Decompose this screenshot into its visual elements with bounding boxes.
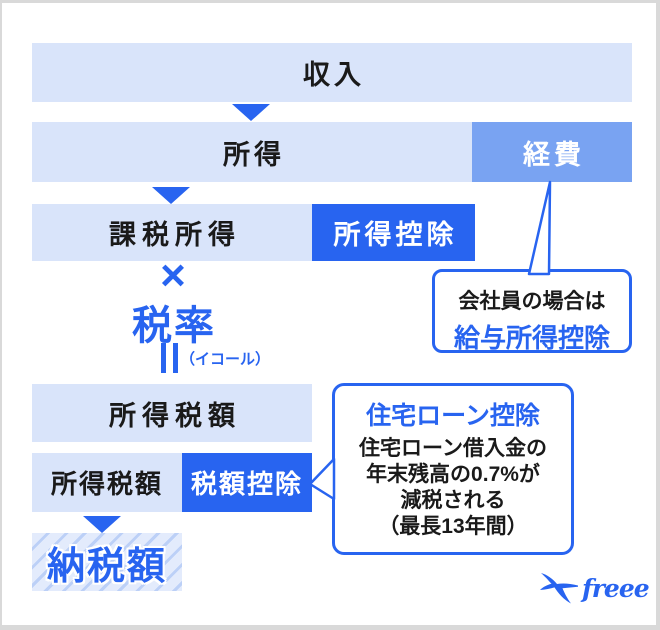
shotoku-zeigaku-bar-1: 所得税額 (32, 384, 312, 442)
shotoku-label: 所得 (223, 139, 285, 170)
zeigaku-kojo-label: 税額控除 (190, 469, 303, 499)
shotoku-zeigaku-label-2: 所得税額 (50, 469, 163, 499)
keihi-callout-bubble: 会社員の場合は 給与所得控除 (432, 269, 632, 353)
down-arrow-icon (232, 104, 270, 121)
multiply-icon: × (160, 251, 186, 300)
kazei-shotoku-label: 課税所得 (109, 220, 241, 250)
zeigaku-kojo-box: 税額控除 (182, 453, 312, 512)
shotoku-zeigaku-label-1: 所得税額 (109, 400, 241, 431)
brand-wordmark: freee (580, 574, 649, 603)
loan-callout-title: 住宅ローン控除 (366, 402, 540, 430)
keihi-label: 経費 (523, 139, 585, 170)
down-arrow-icon (152, 187, 190, 204)
callout-tail-icon (527, 180, 552, 276)
shotoku-kojo-box: 所得控除 (312, 204, 475, 261)
down-arrow-icon (83, 516, 121, 533)
shotoku-zeigaku-bar-2: 所得税額 (32, 453, 182, 512)
loan-callout-line2: 年末残高の0.7%が (366, 463, 540, 486)
freee-logo: freee (538, 569, 656, 609)
loan-callout-bubble: 住宅ローン控除 住宅ローン借入金の 年末残高の0.7%が 減税される （最長13… (332, 383, 574, 555)
income-label: 収入 (303, 60, 365, 90)
loan-callout-line1: 住宅ローン借入金の (359, 437, 547, 460)
keihi-callout-line2: 給与所得控除 (453, 323, 610, 353)
swallow-icon (540, 573, 578, 604)
nozeigaku-label: 納税額 (46, 545, 167, 588)
loan-callout-line4: （最長13年間） (378, 515, 528, 538)
nozeigaku-box: 納税額 (32, 533, 182, 591)
kazei-shotoku-bar: 課税所得 (32, 204, 312, 261)
keihi-callout-line1: 会社員の場合は (458, 290, 606, 313)
zeiritsu-label: 税率 (132, 304, 216, 348)
callout-tail-icon (308, 457, 336, 501)
loan-callout-line3: 減税される (400, 489, 506, 512)
shotoku-kojo-label: 所得控除 (333, 220, 458, 250)
keihi-box: 経費 (472, 122, 632, 182)
equals-icon (161, 343, 178, 373)
equals-note-label: （イコール） (180, 351, 271, 368)
shotoku-bar: 所得 (32, 122, 472, 182)
income-bar: 収入 (32, 43, 632, 102)
